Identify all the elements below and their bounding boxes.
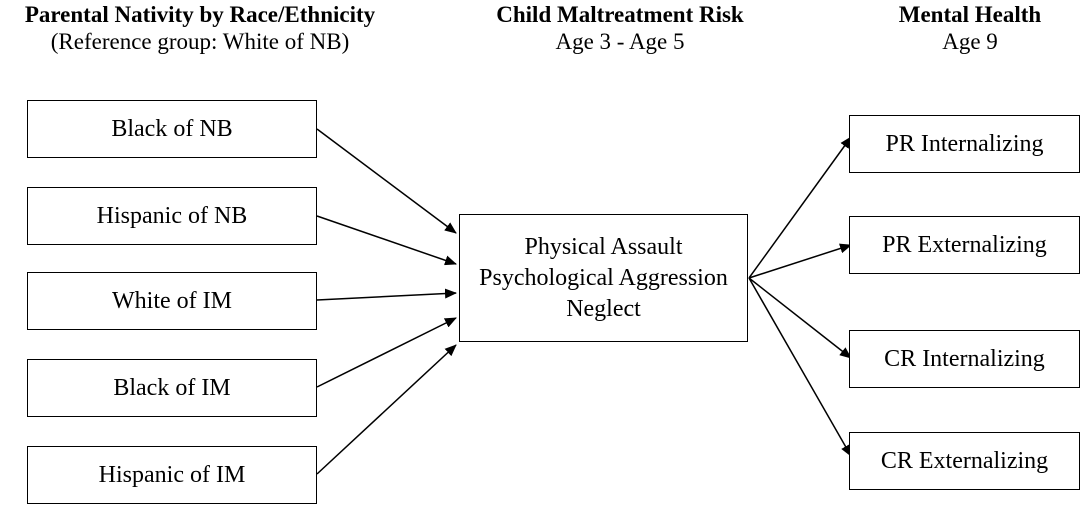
arrow-pr-externalizing: [748, 243, 852, 279]
center-line-physical-assault: Physical Assault: [524, 233, 683, 260]
header-title: Parental Nativity by Race/Ethnicity: [24, 2, 376, 27]
node-black-of-im: Black of IM: [27, 359, 317, 417]
node-pr-externalizing: PR Externalizing: [849, 216, 1080, 274]
node-cr-externalizing: CR Externalizing: [849, 432, 1080, 490]
node-white-of-im: White of IM: [27, 272, 317, 330]
header-subtitle: (Reference group: White of NB): [50, 29, 350, 54]
node-cr-internalizing: CR Internalizing: [849, 330, 1080, 388]
header-title: Child Maltreatment Risk: [496, 2, 744, 27]
header-subtitle: Age 3 - Age 5: [555, 29, 685, 54]
arrow-black-nb: [316, 128, 457, 234]
header-parental-nativity: Parental Nativity by Race/Ethnicity (Ref…: [0, 1, 400, 55]
header-mental-health: Mental Health Age 9: [860, 1, 1080, 55]
node-label: Hispanic of IM: [98, 461, 246, 488]
arrow-cr-internalizing: [748, 277, 852, 359]
arrow-black-im: [316, 317, 457, 388]
arrow-pr-internalizing: [748, 136, 852, 279]
arrow-hispanic-nb: [316, 215, 457, 266]
node-hispanic-of-nb: Hispanic of NB: [27, 187, 317, 245]
header-title: Mental Health: [898, 2, 1042, 27]
center-line-neglect: Neglect: [566, 295, 641, 322]
node-label: CR Internalizing: [884, 345, 1045, 372]
node-label: PR Internalizing: [885, 130, 1044, 157]
center-line-psychological-aggression: Psychological Aggression: [479, 264, 728, 291]
arrow-hispanic-im: [316, 344, 457, 475]
node-label: Black of NB: [111, 115, 233, 142]
arrow-white-im: [316, 288, 457, 301]
node-label: White of IM: [112, 287, 232, 314]
node-label: Hispanic of NB: [96, 202, 248, 229]
arrow-cr-externalizing: [748, 277, 852, 457]
node-black-of-nb: Black of NB: [27, 100, 317, 158]
node-label: Black of IM: [113, 374, 231, 401]
node-pr-internalizing: PR Internalizing: [849, 115, 1080, 173]
node-child-maltreatment: Physical Assault Psychological Aggressio…: [459, 214, 748, 342]
header-subtitle: Age 9: [942, 29, 998, 54]
node-label: CR Externalizing: [880, 447, 1049, 474]
node-hispanic-of-im: Hispanic of IM: [27, 446, 317, 504]
node-label: PR Externalizing: [882, 231, 1047, 258]
header-maltreatment-risk: Child Maltreatment Risk Age 3 - Age 5: [470, 1, 770, 55]
